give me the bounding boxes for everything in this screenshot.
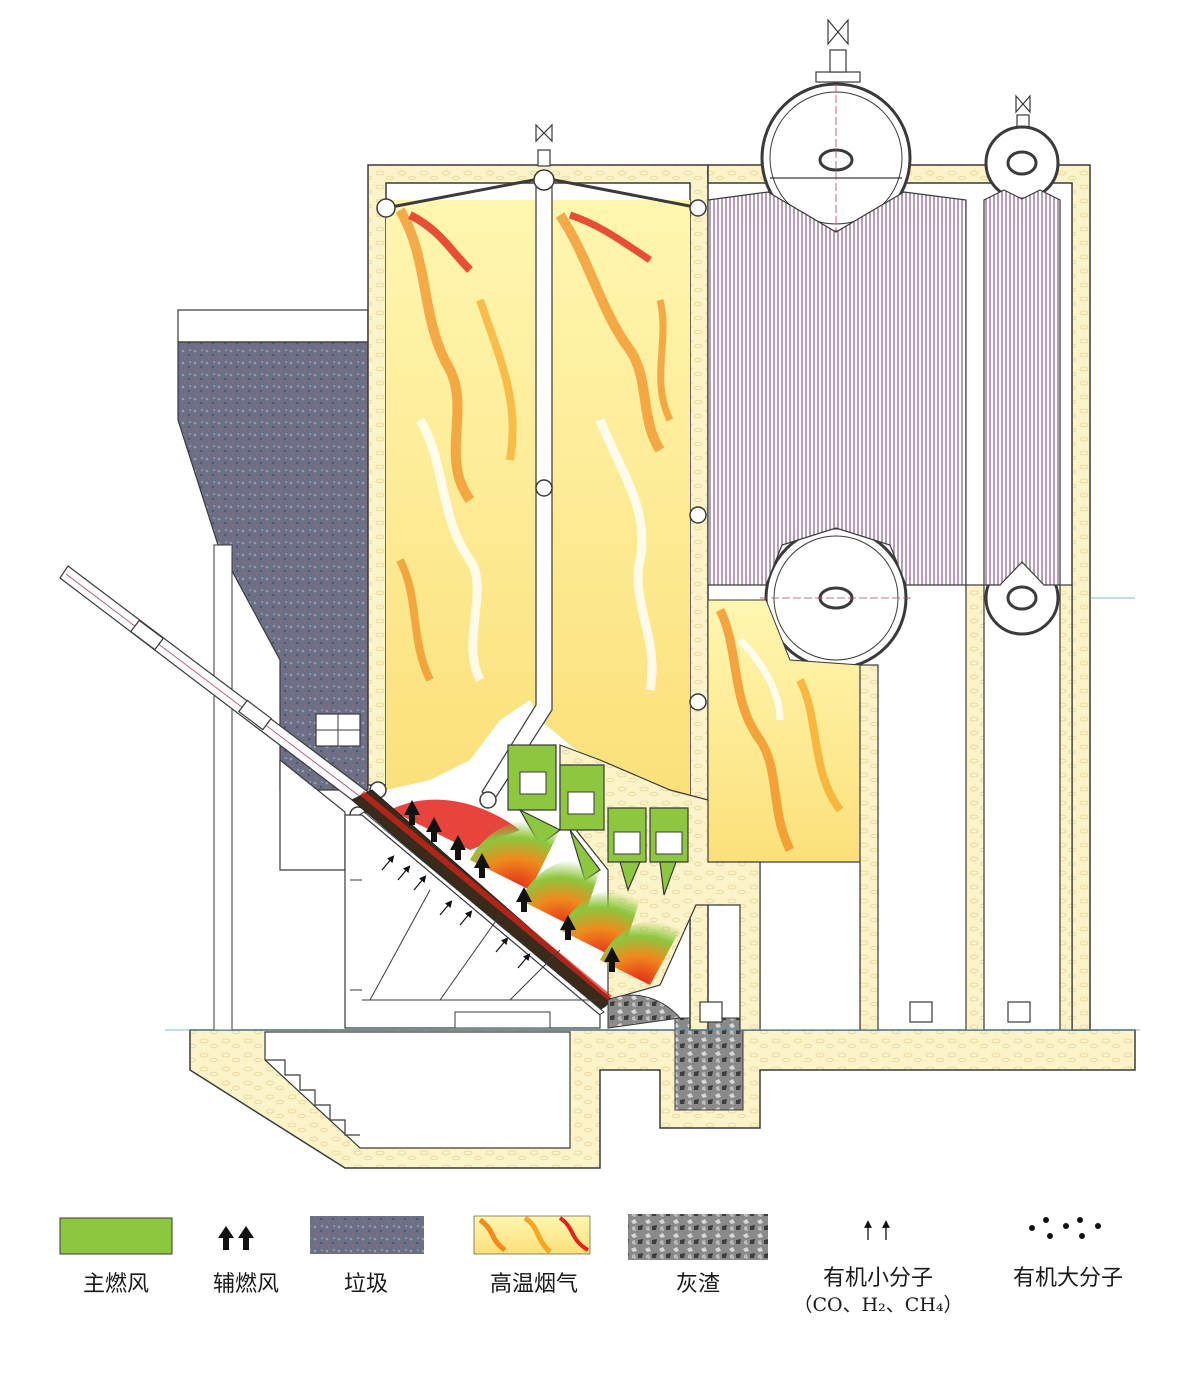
secondary-air-arrows <box>404 800 620 972</box>
legend-label-flue-gas: 高温烟气 <box>489 1272 578 1297</box>
ash-texture-icon <box>628 1214 768 1260</box>
dots-icon <box>1029 1217 1101 1239</box>
combustion-plumes <box>390 799 680 985</box>
legend-sublabel-small-molecules: （CO、H₂、CH₄） <box>793 1294 963 1316</box>
garbage-texture-icon <box>310 1216 424 1254</box>
inspection-window <box>699 1001 723 1023</box>
steam-drum <box>760 82 912 234</box>
legend <box>59 1214 1101 1260</box>
legend-label-ash: 灰渣 <box>675 1272 720 1297</box>
foundation <box>189 1017 1136 1169</box>
convection-tubes <box>707 189 1061 586</box>
hydraulic-ram <box>59 565 369 807</box>
thin-arrows-icon <box>864 1220 890 1240</box>
legend-label-garbage: 垃圾 <box>343 1272 388 1297</box>
economizer-drum-upper <box>984 125 1060 201</box>
air-box-instruments <box>519 771 683 855</box>
up-arrows-icon <box>218 1226 254 1250</box>
legend-label-secondary-air: 辅燃风 <box>212 1272 279 1297</box>
feed-hopper <box>177 309 369 1031</box>
legend-label-primary-air: 主燃风 <box>82 1272 149 1297</box>
green-block-icon <box>59 1217 173 1255</box>
legend-label-small-molecules: 有机小分子 <box>822 1266 933 1291</box>
inspection-window <box>909 1001 933 1023</box>
rear-passes <box>699 584 1073 1031</box>
ash-pit <box>674 1017 744 1111</box>
ash-pile <box>607 994 681 1029</box>
inspection-window <box>1007 1001 1031 1023</box>
under-grate-air-arrows <box>381 855 531 969</box>
flame-texture-icon <box>473 1215 591 1255</box>
valves <box>535 18 1031 167</box>
legend-label-large-molecules: 有机大分子 <box>1012 1266 1123 1291</box>
